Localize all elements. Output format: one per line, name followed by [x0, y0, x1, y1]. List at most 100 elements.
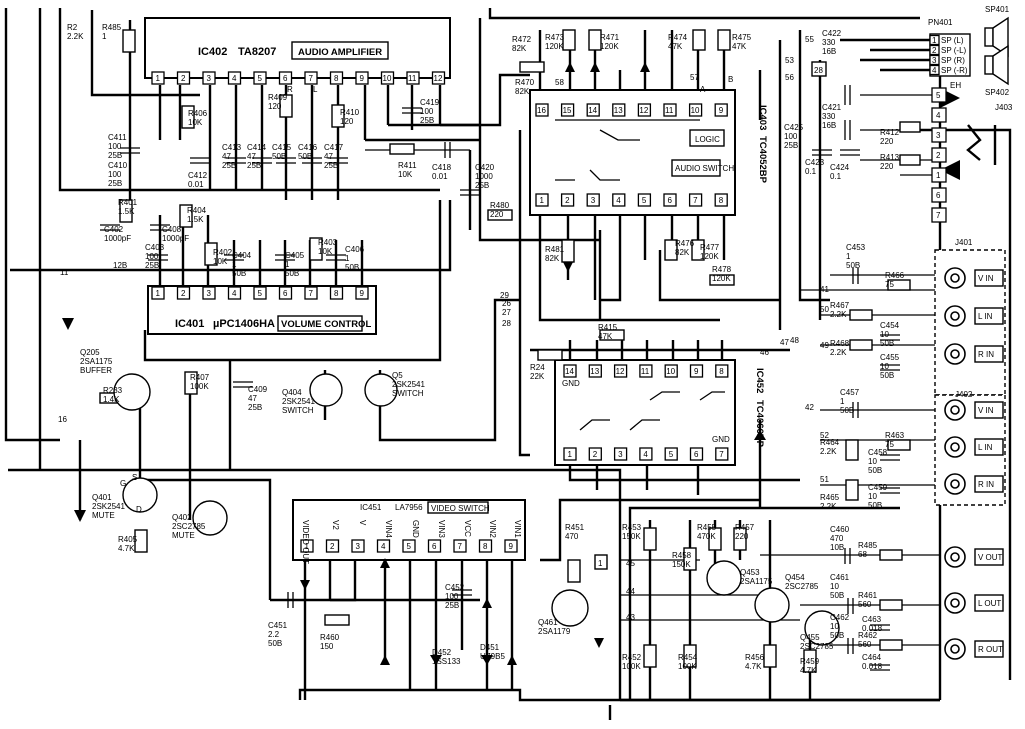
connector-ref: PN401: [928, 18, 953, 27]
ic452-pin-10: [664, 364, 678, 378]
arrow-5: [507, 655, 517, 665]
ic403-pin-label: 8: [719, 196, 724, 205]
label-c458: 50B: [868, 466, 882, 475]
net-11: 11: [60, 268, 69, 277]
label-q5: SWITCH: [392, 389, 424, 398]
label-q453: 2SA1175: [740, 577, 773, 586]
resistor-r467: [849, 309, 873, 321]
label-r480: R480: [490, 201, 510, 210]
ic452-pin-label: 1: [568, 450, 573, 459]
label-c406: 50B: [345, 263, 359, 272]
label-r466: 75: [885, 280, 894, 289]
ic403-logic: LOGIC: [695, 135, 720, 144]
resistor-r457: [733, 527, 747, 551]
transistor-symbols: [113, 373, 840, 646]
label-r476: R476: [675, 239, 695, 248]
resistor-r458: [683, 547, 697, 571]
j402-jack-label-box: [974, 475, 1004, 493]
pn401-pin-num: 2: [932, 46, 937, 55]
net-43: 43: [626, 613, 635, 622]
resistor-r463: [887, 439, 911, 451]
ic401-pin-label: 6: [283, 289, 288, 298]
label-r464: R464: [820, 438, 840, 447]
label-q454: Q454: [785, 573, 805, 582]
ic451-pin-function: VCC: [463, 520, 472, 537]
label-r458: R458: [672, 551, 692, 560]
ic452-pin-label: 7: [719, 450, 724, 459]
label-r452: 100K: [622, 662, 641, 671]
label-r463: 75: [885, 440, 894, 449]
diode-d1: [754, 430, 766, 440]
ic402-pin-label: 9: [360, 74, 365, 83]
label-r452: R452: [622, 653, 642, 662]
label-r485: 1: [102, 32, 107, 41]
j403-pin-5: [931, 87, 947, 103]
label-c402: C402: [104, 225, 124, 234]
label-c402: 1000pF: [104, 234, 131, 243]
label-c421: 330: [822, 112, 836, 121]
label-r455: R455: [697, 523, 717, 532]
label-c412: C412: [188, 171, 208, 180]
label-c464: C464: [862, 653, 882, 662]
ic403-switch-box: [671, 159, 721, 177]
svg-text:2: 2: [936, 151, 941, 160]
ic452-gnd-bot: GND: [712, 435, 730, 444]
label-c424: 0.1: [830, 172, 842, 181]
label-c459: 10: [868, 492, 877, 501]
ic451-pin-label: 7: [458, 542, 463, 551]
pn401-pin: [929, 44, 940, 56]
ic401-pin-1: [151, 286, 165, 300]
ic401-pin-9: [355, 286, 369, 300]
resistor-r474: [692, 29, 706, 51]
label-r413: R413: [880, 153, 900, 162]
ic403-switch: AUDIO SWITCH: [675, 164, 734, 173]
label-c413: C413: [222, 143, 242, 152]
label-r407: R407: [190, 373, 210, 382]
label-c420: 25B: [475, 181, 489, 190]
ic401-pin-5: [253, 286, 267, 300]
net-B: B: [728, 75, 733, 84]
label-r2: R2: [67, 23, 78, 32]
label-q404: 2SK2541: [282, 397, 315, 406]
resistor-r460: [324, 614, 350, 626]
label-r456: 4.7K: [745, 662, 762, 671]
transistor-q402: [192, 500, 228, 536]
label-c405: C405: [285, 251, 305, 260]
net-A: A: [700, 85, 706, 94]
resistor-r413: [899, 154, 921, 166]
ic401-pin-3: [202, 286, 216, 300]
label-c421: C421: [822, 103, 842, 112]
label-r404: 1.5K: [187, 215, 204, 224]
ic403-pin-1: [535, 193, 549, 207]
ic403-pin-5: [637, 193, 652, 207]
label-r453: 150K: [622, 532, 641, 541]
pn401-pin-num: 1: [932, 36, 937, 45]
resistor-r476: [664, 239, 678, 261]
ic403-pin-label: 16: [537, 106, 546, 115]
svg-text:3: 3: [936, 131, 941, 140]
pn401-pin-name: SP (R): [941, 56, 965, 65]
label-c418: C418: [432, 163, 452, 172]
ic451-ref: IC451: [360, 503, 382, 512]
resistor-r412: [899, 121, 921, 133]
resistor-r459: [803, 649, 817, 673]
net-D: D: [136, 505, 142, 514]
label-c464: 0.018: [862, 662, 883, 671]
label-r478: R478: [712, 265, 732, 274]
label-d452: 1SS133: [432, 657, 461, 666]
label-r402: R402: [213, 248, 233, 257]
transistor-q454: [754, 587, 790, 623]
ic451-pin-function: V2: [331, 520, 340, 530]
resistor-r24: [537, 349, 563, 361]
pn401-pin-name: SP (-L): [941, 46, 967, 55]
label-r475: R475: [732, 33, 752, 42]
tag-1: 1: [594, 554, 608, 570]
diode-symbols: [62, 62, 960, 665]
ic452-pin-label: 14: [565, 367, 574, 376]
label-c417: 25B: [324, 161, 338, 170]
label-c457: C457: [840, 388, 860, 397]
label-c422: 16B: [822, 47, 836, 56]
label-c419: 100: [420, 107, 434, 116]
label-r24: 22K: [530, 372, 545, 381]
